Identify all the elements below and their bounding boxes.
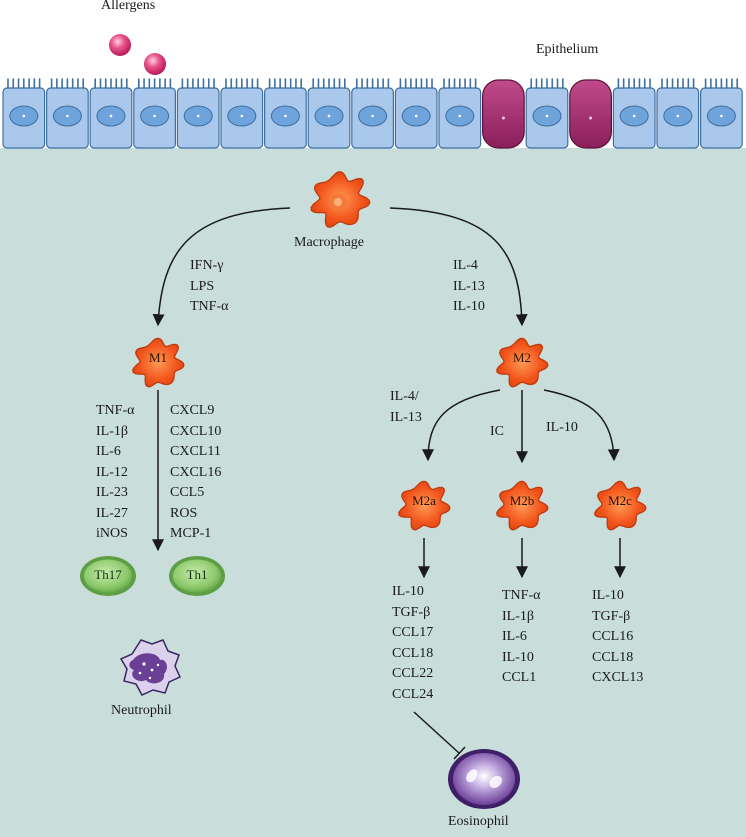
m2b-macrophage xyxy=(496,480,549,531)
arrow-macrophage-to-m1 xyxy=(152,207,291,327)
m2c-macrophage xyxy=(594,480,647,531)
m1-chemokines-list: CXCL9 CXCL10 CXCL11 CXCL16 CCL5 ROS MCP-… xyxy=(170,403,222,541)
macrophage-cell xyxy=(310,171,371,228)
neutrophil-cell xyxy=(119,639,181,696)
epithelial-cell xyxy=(176,78,220,149)
epithelial-cell xyxy=(45,78,89,149)
epithelial-cell xyxy=(656,78,700,149)
m2b-products-list: TNF-α IL-1β IL-6 IL-10 CCL1 xyxy=(502,588,541,685)
eosinophil-label: Eosinophil xyxy=(448,814,509,829)
m1-cytokines-list: TNF-α IL-1β IL-6 IL-12 IL-23 IL-27 iNOS xyxy=(96,403,135,541)
epithelial-cell xyxy=(264,78,307,149)
epithelial-cell xyxy=(351,78,394,149)
epithelium-layer xyxy=(2,78,743,149)
epithelial-cell xyxy=(394,78,438,149)
m2c-inducer: IL-10 xyxy=(546,420,578,435)
m2-cell-label: M2 xyxy=(512,350,532,365)
epithelial-cell xyxy=(307,78,351,149)
epithelial-cell xyxy=(438,78,482,149)
arrow-m2-to-m2c xyxy=(543,389,620,462)
epithelium-label: Epithelium xyxy=(536,42,599,57)
neutrophil-label: Neutrophil xyxy=(111,703,172,718)
epithelial-cell xyxy=(2,78,46,149)
arrow-macrophage-to-m2 xyxy=(389,207,528,327)
m1-macrophage xyxy=(132,337,185,388)
allergen-particle xyxy=(109,34,131,56)
m2b-inducer: IC xyxy=(490,424,504,439)
epithelial-cell xyxy=(525,78,569,149)
th1-label: Th1 xyxy=(186,567,208,582)
m1-inducers: IFN-γ LPS TNF-α xyxy=(190,258,229,314)
epithelial-cell xyxy=(133,78,177,149)
arrow-m2-to-m2a xyxy=(422,389,501,462)
m2a-inducer: IL-4/ IL-13 xyxy=(390,389,422,425)
epithelial-cell xyxy=(612,78,656,149)
inhibition-m2a-eosinophil xyxy=(413,711,460,754)
m2-macrophage xyxy=(496,337,549,388)
eosinophil-cell xyxy=(448,749,520,809)
macrophage-label: Macrophage xyxy=(294,235,364,250)
m2-inducers: IL-4 IL-13 IL-10 xyxy=(453,258,485,314)
m2c-products-list: IL-10 TGF-β CCL16 CCL18 CXCL13 xyxy=(592,588,644,685)
th17-label: Th17 xyxy=(94,567,122,582)
goblet-cell xyxy=(569,79,612,149)
m1-cell-label: M1 xyxy=(148,350,168,365)
m2a-products-list: IL-10 TGF-β CCL17 CCL18 CCL22 CCL24 xyxy=(392,584,434,702)
m2b-cell-label: M2b xyxy=(509,493,535,508)
epithelial-cell xyxy=(89,78,133,149)
goblet-cell xyxy=(482,79,525,149)
m2a-cell-label: M2a xyxy=(412,493,436,508)
th17-cell xyxy=(80,556,136,596)
epithelial-cell xyxy=(220,78,264,149)
allergens-label: Allergens xyxy=(101,0,156,13)
m2a-macrophage xyxy=(398,480,451,531)
inhibition-bar xyxy=(453,746,466,760)
allergen-particle xyxy=(144,53,166,75)
th1-cell xyxy=(169,556,225,596)
m2c-cell-label: M2c xyxy=(608,493,632,508)
epithelial-cell xyxy=(699,78,743,149)
